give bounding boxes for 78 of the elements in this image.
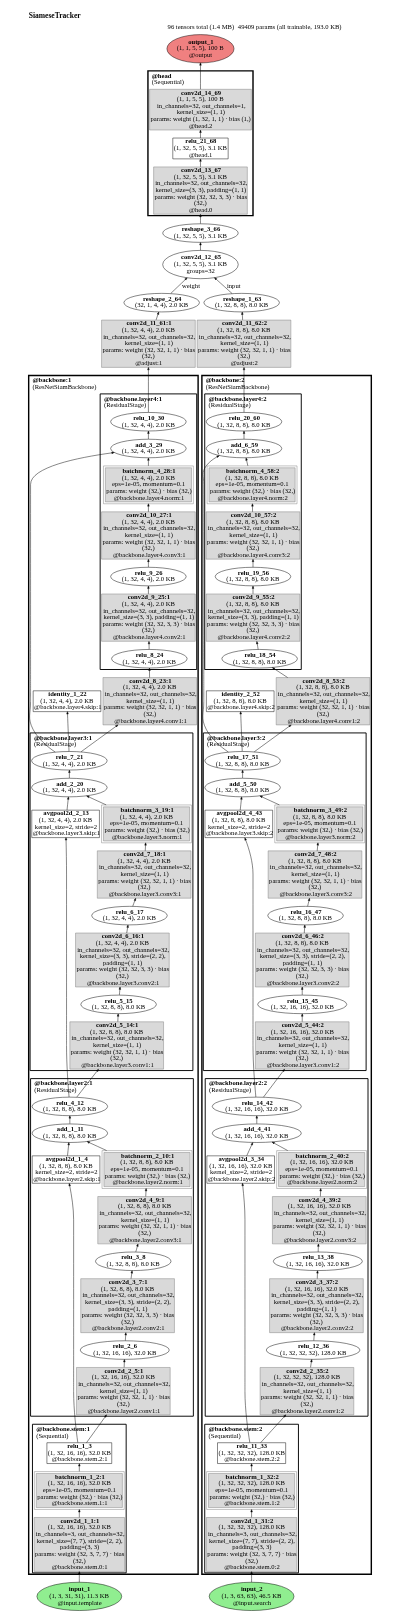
arrow bbox=[86, 795, 107, 806]
arrow bbox=[147, 585, 150, 595]
arrow bbox=[199, 129, 202, 139]
arrow bbox=[68, 769, 71, 779]
arrow bbox=[250, 1509, 253, 1518]
arrow bbox=[250, 1571, 253, 1583]
arrow bbox=[316, 1270, 319, 1279]
arrow bbox=[155, 311, 159, 321]
arrow bbox=[199, 214, 202, 224]
arrow bbox=[263, 1069, 285, 1098]
arrow bbox=[303, 924, 306, 934]
arrow bbox=[242, 367, 246, 413]
arrow bbox=[271, 1141, 288, 1151]
arrow bbox=[202, 455, 229, 753]
arrow bbox=[239, 711, 243, 752]
arrow bbox=[199, 242, 202, 251]
arrow bbox=[251, 559, 255, 568]
arrow bbox=[316, 842, 319, 852]
arrow bbox=[147, 457, 150, 467]
arrow bbox=[78, 1509, 81, 1518]
arrow bbox=[123, 1359, 126, 1368]
arrow bbox=[147, 430, 150, 440]
arrow bbox=[135, 1243, 139, 1253]
arrow bbox=[241, 769, 244, 779]
arrow bbox=[130, 1270, 133, 1279]
arrow bbox=[245, 457, 249, 467]
arrow bbox=[68, 1115, 71, 1124]
arrow bbox=[78, 1571, 81, 1583]
arrow bbox=[66, 711, 70, 752]
arrow bbox=[147, 641, 151, 650]
arrow bbox=[126, 924, 129, 934]
arrow bbox=[80, 724, 119, 752]
arrow bbox=[214, 277, 233, 294]
arrow bbox=[68, 1183, 79, 1443]
arrow bbox=[64, 837, 70, 1098]
arrow bbox=[199, 158, 202, 168]
arrow bbox=[148, 667, 151, 678]
arrow bbox=[241, 311, 244, 321]
arrow bbox=[29, 451, 115, 753]
arrow bbox=[240, 796, 243, 811]
arrow bbox=[251, 585, 255, 595]
arrow bbox=[86, 1414, 107, 1443]
arrow bbox=[317, 1243, 320, 1253]
arrow bbox=[254, 724, 292, 752]
arrow bbox=[76, 1069, 99, 1098]
arrow bbox=[147, 559, 150, 568]
arrow bbox=[259, 795, 280, 806]
arrow bbox=[78, 1463, 81, 1472]
arrow bbox=[117, 1013, 120, 1022]
arrow bbox=[319, 1188, 322, 1197]
arrow bbox=[301, 986, 304, 996]
arrow bbox=[310, 1359, 313, 1368]
arrow bbox=[250, 1463, 253, 1472]
arrow bbox=[118, 986, 121, 996]
arrow bbox=[67, 1142, 70, 1156]
arrow bbox=[256, 641, 259, 650]
arrow bbox=[170, 277, 188, 294]
arrow bbox=[313, 1332, 316, 1341]
arrow bbox=[86, 1141, 107, 1151]
arrow bbox=[251, 503, 254, 512]
arrow bbox=[241, 1183, 251, 1443]
arrow bbox=[66, 796, 70, 811]
arrow bbox=[255, 1115, 258, 1124]
arrow bbox=[260, 1414, 287, 1443]
arrow bbox=[272, 667, 288, 678]
arrow bbox=[144, 1188, 148, 1197]
diagram-title: SiameseTracker bbox=[28, 11, 81, 21]
arrow bbox=[244, 837, 257, 1098]
arrow bbox=[124, 1332, 127, 1341]
arrow bbox=[144, 842, 147, 852]
arrow bbox=[147, 503, 150, 512]
arrow bbox=[246, 1142, 253, 1156]
arrow bbox=[147, 367, 150, 413]
arrow bbox=[199, 62, 202, 90]
arrow bbox=[132, 898, 136, 907]
arrow bbox=[307, 898, 310, 907]
arrow bbox=[301, 1013, 304, 1022]
arrow bbox=[242, 430, 246, 440]
